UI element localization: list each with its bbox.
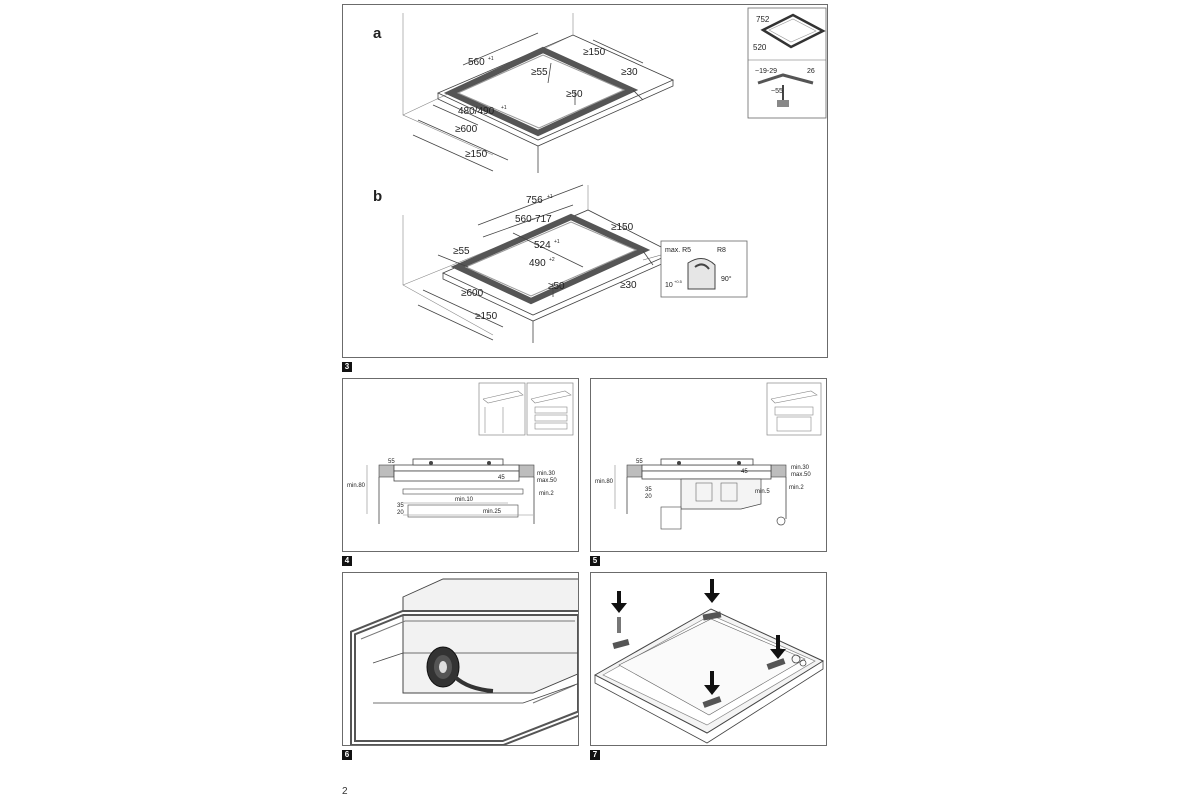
fig5-dim-35: 35	[645, 487, 652, 493]
fig3b-dim-150-front: ≥150	[475, 311, 498, 322]
fig3b-dim-560-717: 560-717	[515, 214, 552, 225]
fig5-dim-min80: min.80	[595, 479, 614, 485]
figure-7-number: 7	[590, 750, 600, 760]
fig3a-dim-150-front: ≥150	[465, 149, 488, 160]
fig3a-inset-55: ~55	[771, 88, 783, 95]
figure-6-drawing	[350, 578, 578, 745]
fig3a-label: a	[373, 25, 382, 42]
fig5-dim-45: 45	[741, 469, 748, 475]
fig3b-dim-600: ≥600	[461, 288, 484, 299]
figure-6-number: 6	[342, 750, 352, 760]
figure-3-panel: a 560 +1 ≥150 ≥55 ≥30 ≥50 480/490 +1 ≥60…	[342, 4, 828, 358]
fig3b-dim-490-tol: +2	[549, 257, 555, 263]
fig3b-dim-490: 490	[529, 258, 546, 269]
fig4-dim-min2: min.2	[539, 491, 554, 497]
figure-5-number: 5	[590, 556, 600, 566]
fig3a-inset-26: 26	[807, 68, 815, 75]
fig3b-corner-r8: R8	[717, 247, 726, 254]
fig3a-dim-480-490: 480/490	[458, 106, 495, 117]
fig3b-dim-55: ≥55	[453, 246, 470, 257]
figure-5-panel: 55 45 min.80 min.30 max.50 min.2 min.5 3…	[590, 378, 827, 552]
fig3a-dim-150-back: ≥150	[583, 47, 606, 58]
fig3a-dim-50: ≥50	[566, 89, 583, 100]
fig4-dim-35: 35	[397, 503, 404, 509]
fig4-dim-min80: min.80	[347, 483, 366, 489]
fig3b-corner-10: 10	[665, 282, 673, 289]
fig4-dim-55: 55	[388, 459, 395, 465]
fig4-dim-45: 45	[498, 475, 505, 481]
fig5-dim-min5: min.5	[755, 489, 770, 495]
fig5-dim-max50: max.50	[791, 472, 811, 478]
fig3b-dim-524: 524	[534, 240, 551, 251]
fig5-dim-min2: min.2	[789, 485, 804, 491]
figure-3-drawing: a 560 +1 ≥150 ≥55 ≥30 ≥50 480/490 +1 ≥60…	[373, 7, 827, 343]
fig5-dim-55: 55	[636, 459, 643, 465]
fig3a-inset-520: 520	[753, 43, 767, 52]
fig5-dim-min30: min.30	[791, 465, 810, 471]
figure-3-number: 3	[342, 362, 352, 372]
fig3a-inset-19-29: ~19-29	[755, 68, 777, 75]
fig3b-dim-756-tol: +1	[547, 194, 553, 200]
fig3a-dim-560-tol: +1	[488, 56, 494, 62]
fig3a-dim-55: ≥55	[531, 67, 548, 78]
fig4-dim-min25: min.25	[483, 509, 502, 515]
figure-4-drawing: 55 45 min.80 min.30 max.50 min.2 min.10 …	[347, 382, 574, 524]
figure-7-drawing	[593, 579, 825, 744]
fig3a-inset-752: 752	[756, 15, 770, 24]
fig3a-dim-600: ≥600	[455, 124, 478, 135]
fig3b-dim-756: 756	[526, 195, 543, 206]
fig4-dim-max50: max.50	[537, 478, 557, 484]
figure-6-panel	[342, 572, 579, 746]
fig3b-dim-524-tol: +1	[554, 239, 560, 245]
fig4-dim-min10: min.10	[455, 497, 474, 503]
figure-5-drawing: 55 45 min.80 min.30 max.50 min.2 min.5 3…	[595, 382, 822, 530]
fig3b-corner-10-tol: +0.5	[674, 279, 683, 284]
fig3b-dim-150-back: ≥150	[611, 222, 634, 233]
page-number: 2	[342, 786, 348, 797]
fig3b-corner-90deg: 90°	[721, 275, 732, 283]
figure-4-number: 4	[342, 556, 352, 566]
fig3b-dim-50: ≥50	[548, 281, 565, 292]
fig4-dim-20: 20	[397, 510, 404, 516]
fig3a-dim-560: 560	[468, 57, 485, 68]
fig5-dim-20: 20	[645, 494, 652, 500]
figure-4-panel: 55 45 min.80 min.30 max.50 min.2 min.10 …	[342, 378, 579, 552]
fig3a-dim-30: ≥30	[621, 67, 638, 78]
figure-7-panel	[590, 572, 827, 746]
fig3b-dim-30: ≥30	[620, 280, 637, 291]
fig3b-corner-max-r5: max. R5	[665, 247, 691, 254]
fig4-dim-min30: min.30	[537, 471, 556, 477]
fig3a-dim-480-490-tol: +1	[501, 105, 507, 111]
fig3b-label: b	[373, 188, 382, 205]
